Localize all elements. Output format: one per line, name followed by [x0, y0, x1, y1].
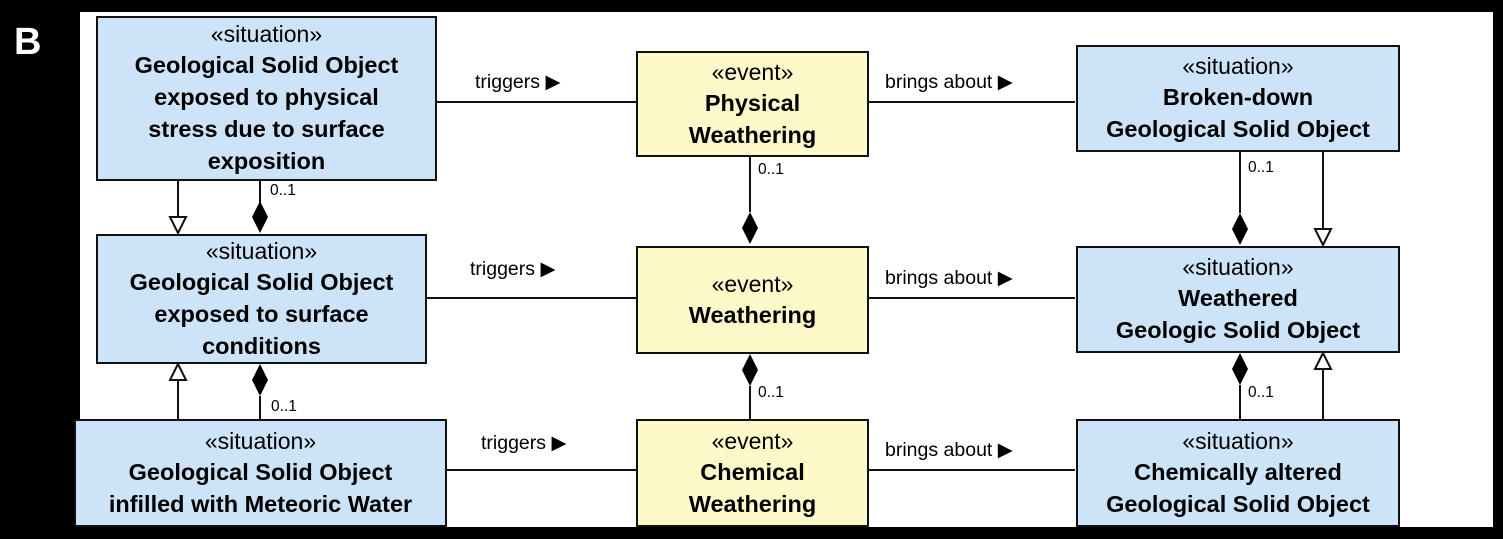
situation-name-line: Geological Solid Object — [1106, 490, 1370, 517]
stereotype-label: «situation» — [1182, 53, 1294, 79]
multiplicity-label: 0..1 — [758, 161, 784, 178]
panel-label: B — [14, 21, 42, 63]
event-name-line: Weathering — [688, 490, 817, 517]
situation-name-line: Geological Solid Object — [1106, 116, 1370, 142]
composition-diamond — [742, 354, 758, 386]
situation-name-line: Geological Solid Object — [134, 52, 399, 78]
generalization-arrowhead — [1313, 228, 1333, 248]
situation-weathered: «situation» Weathered Geologic Solid Obj… — [1076, 246, 1400, 353]
composition-diamond — [742, 212, 758, 244]
situation-name-line: Geological Solid Object — [129, 268, 394, 295]
connector-layer — [168, 101, 1333, 471]
stereotype-label: «event» — [711, 58, 794, 85]
multiplicity-label: 0..1 — [1248, 159, 1274, 176]
situation-surface-conditions: «situation» Geological Solid Object expo… — [96, 234, 427, 364]
stereotype-label: «event» — [711, 270, 794, 297]
generalization-arrowhead — [168, 361, 188, 381]
situation-name-line: Chemically altered — [1134, 458, 1342, 485]
situation-name-line: Geologic Solid Object — [1115, 317, 1361, 343]
situation-chemically-altered: «situation» Chemically altered Geologica… — [1076, 419, 1400, 527]
label-brings-about-weathering: brings about ▶ — [881, 266, 1017, 290]
stereotype-label: «situation» — [205, 237, 318, 264]
multiplicity-label: 0..1 — [758, 384, 784, 401]
situation-name-line: stress due to surface — [148, 116, 385, 142]
situation-meteoric-water: «situation» Geological Solid Object infi… — [74, 419, 447, 527]
multiplicity-label: 0..1 — [1248, 384, 1274, 401]
multiplicity-label: 0..1 — [271, 398, 297, 415]
event-name-line: Physical — [704, 89, 801, 116]
stereotype-label: «event» — [711, 427, 794, 454]
label-brings-about-physical: brings about ▶ — [881, 70, 1017, 94]
stereotype-label: «situation» — [1182, 254, 1294, 280]
label-triggers-physical: triggers ▶ — [471, 70, 565, 94]
uml-canvas: triggers ▶ brings about ▶ triggers ▶ bri… — [74, 12, 1493, 527]
situation-name-line: exposition — [207, 148, 326, 174]
event-physical-weathering: «event» Physical Weathering — [636, 51, 869, 157]
situation-name-line: Geological Solid Object — [128, 458, 393, 485]
situation-name-line: conditions — [202, 332, 321, 359]
composition-diamond — [252, 364, 268, 396]
label-triggers-chemical: triggers ▶ — [477, 431, 571, 455]
event-name-line: Weathering — [688, 301, 817, 328]
composition-diamond — [1232, 353, 1248, 385]
composition-diamond — [252, 201, 268, 233]
event-name-line: Weathering — [688, 121, 817, 148]
stereotype-label: «situation» — [1182, 427, 1294, 454]
generalization-arrowhead — [168, 216, 188, 236]
situation-physical-stress: «situation» Geological Solid Object expo… — [96, 16, 437, 181]
multiplicity-label: 0..1 — [270, 182, 296, 199]
composition-diamond — [1232, 213, 1248, 245]
generalization-arrowhead — [1313, 350, 1333, 370]
label-triggers-weathering: triggers ▶ — [466, 257, 560, 281]
event-chemical-weathering: «event» Chemical Weathering — [636, 419, 869, 527]
situation-name-line: exposed to surface — [154, 300, 369, 327]
situation-name-line: exposed to physical — [154, 84, 379, 110]
event-weathering: «event» Weathering — [636, 246, 869, 354]
stereotype-label: «situation» — [204, 427, 317, 454]
situation-name-line: Weathered — [1178, 285, 1298, 311]
situation-broken-down: «situation» Broken-down Geological Solid… — [1076, 45, 1400, 152]
event-name-line: Chemical — [700, 458, 805, 485]
situation-name-line: infilled with Meteoric Water — [108, 490, 413, 517]
stereotype-label: «situation» — [210, 21, 323, 47]
situation-name-line: Broken-down — [1162, 84, 1314, 110]
label-brings-about-chemical: brings about ▶ — [881, 438, 1017, 462]
